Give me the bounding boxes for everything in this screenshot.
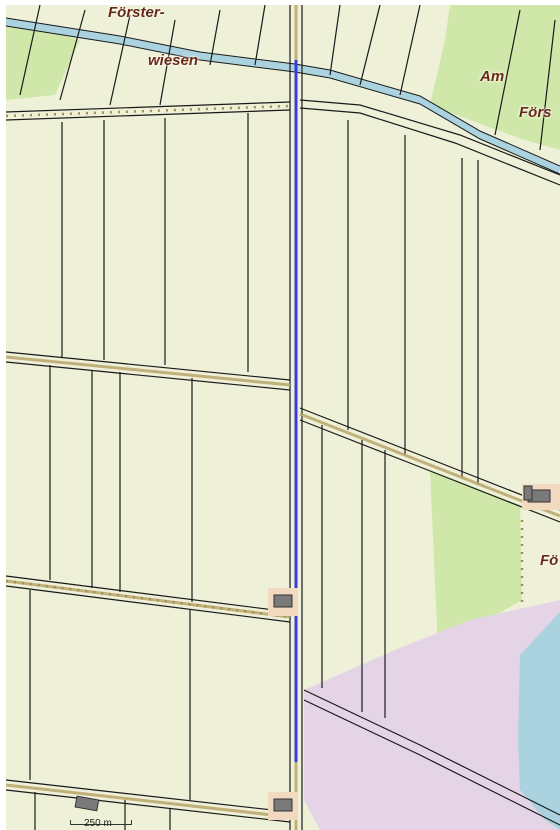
place-label-wiesen: wiesen xyxy=(148,52,199,69)
meadow-center-right xyxy=(430,470,522,650)
building xyxy=(273,594,293,608)
building xyxy=(523,485,533,501)
meadow-top-right xyxy=(430,5,560,150)
water-body xyxy=(518,612,560,830)
building xyxy=(74,795,100,812)
map-margin xyxy=(0,0,6,830)
meadow-top-left xyxy=(6,20,80,100)
scale-bar xyxy=(70,820,132,825)
canal-top xyxy=(5,18,560,174)
place-label-foerster: Förster- xyxy=(108,4,165,21)
place-label-foe: Fö xyxy=(540,552,559,569)
building xyxy=(273,798,293,812)
place-label-foers: Förs xyxy=(519,104,552,121)
field-boundaries xyxy=(5,4,560,830)
map-margin-top xyxy=(0,0,560,5)
reserve-area xyxy=(304,600,560,830)
place-label-am: Am xyxy=(480,68,505,85)
scale-label: 250 m xyxy=(84,818,112,829)
buildings xyxy=(74,484,560,820)
canal-top-edge xyxy=(5,17,560,175)
